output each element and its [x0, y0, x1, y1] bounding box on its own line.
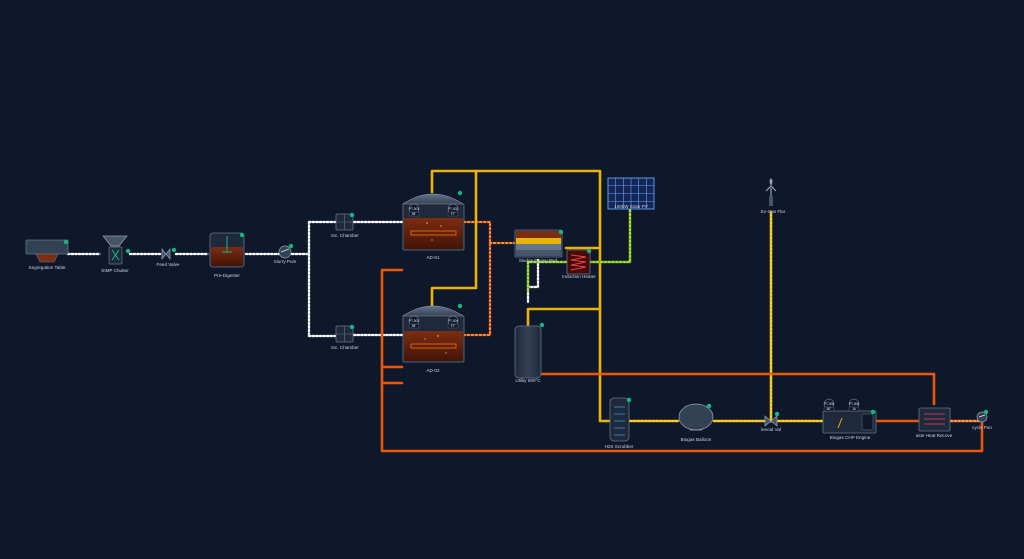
induction-heater[interactable]: Induction Heater — [562, 248, 596, 279]
h2s-scrubber[interactable]: H2S Scrubber — [605, 397, 634, 449]
pump-icon — [978, 414, 986, 418]
shredder-label: SIMP Chutter — [101, 268, 129, 273]
pre-digester[interactable]: Pre-Digester — [209, 232, 245, 278]
status-dot — [626, 397, 632, 403]
segregation-table[interactable]: Segregation Table — [25, 239, 69, 270]
bubble — [437, 335, 439, 337]
svg-text:PT-004: PT-004 — [448, 319, 459, 323]
shredder[interactable]: SIMP Chutter — [101, 235, 131, 273]
anaerobic-digester-2[interactable]: PT-003 PT-004 38° 37° AD-02 — [402, 303, 465, 373]
status-dot — [706, 403, 712, 409]
slurry-pump[interactable]: Slurry Pum — [274, 243, 297, 264]
status-dot — [586, 248, 592, 254]
pipe-network — [66, 169, 984, 453]
heat-loop-line — [380, 268, 984, 453]
valve-icon — [161, 248, 171, 260]
status-dot — [63, 239, 69, 245]
solenoid-valve-label: lenoid Val — [761, 427, 781, 432]
waste-heat-recovery[interactable]: aste Heat Recove — [916, 407, 953, 438]
slurry-pump-label: Slurry Pum — [274, 259, 297, 264]
status-dot — [288, 243, 294, 249]
status-dot — [171, 247, 177, 253]
recycle-pump[interactable]: cycle Pun — [972, 409, 992, 430]
heating-coil — [410, 230, 457, 236]
digestate-overflow-line — [462, 220, 516, 337]
utility-tank[interactable]: Utility 690°C — [514, 322, 545, 383]
heat-recovery-label: aste Heat Recove — [916, 433, 953, 438]
biogas-balloon-label: Biogas Balloon — [681, 437, 712, 442]
feed-valve[interactable]: Feed Valve — [157, 247, 180, 267]
status-dot — [774, 411, 780, 417]
sludge-feed-line — [66, 220, 540, 338]
svg-text:38°: 38° — [412, 324, 418, 328]
status-dot — [558, 229, 564, 235]
solar-pv-array[interactable]: 100kW Solar PV — [607, 177, 655, 210]
status-dot — [539, 322, 545, 328]
status-dot — [983, 409, 989, 415]
inoculum-chamber-2-label: Inc. Chamber — [331, 345, 359, 350]
svg-text:PT-002: PT-002 — [448, 207, 459, 211]
h2s-scrubber-label: H2S Scrubber — [605, 444, 634, 449]
recycle-pump-label: cycle Pun — [972, 425, 992, 430]
svg-text:PT-003: PT-003 — [409, 319, 420, 323]
power-line — [526, 208, 632, 292]
bubble — [440, 225, 442, 227]
sensor-gauge[interactable]: PT-006 — [848, 398, 860, 410]
segregation-table-label: Segregation Table — [29, 265, 66, 270]
sensor-gauge[interactable]: PT-003 — [408, 315, 420, 327]
inoculum-chamber-1[interactable]: Inc. Chamber — [331, 212, 359, 238]
sludge-drying-bed-label: Sludge Drying Bed — [519, 258, 558, 263]
status-dot — [349, 212, 355, 218]
induction-heater-label: Induction Heater — [562, 274, 596, 279]
bubble — [431, 239, 433, 241]
inoculum-chamber-1-label: Inc. Chamber — [331, 233, 359, 238]
engine-icon — [837, 417, 843, 429]
svg-text:37°: 37° — [451, 212, 457, 216]
heater-coil-icon — [570, 254, 587, 271]
pump-icon — [280, 248, 290, 253]
svg-text:PT-006: PT-006 — [849, 402, 860, 406]
anaerobic-digester-1[interactable]: PT-001 PT-002 38° 37° AD-01 — [402, 190, 465, 260]
svg-text:PT-005: PT-005 — [824, 402, 835, 406]
ad-01-label: AD-01 — [426, 255, 439, 260]
shredder-blade-icon — [111, 249, 120, 261]
inoculum-chamber-2[interactable]: Inc. Chamber — [331, 324, 359, 350]
bubble — [426, 222, 428, 224]
status-dot — [457, 303, 463, 309]
status-dot — [349, 324, 355, 330]
chp-engine-label: Biogas CHP Engine — [830, 435, 871, 440]
flare-label: Ex-Gas Flar — [761, 209, 786, 214]
biogas-line — [430, 169, 824, 423]
sludge-drying-bed[interactable]: Sludge Drying Bed — [514, 229, 564, 263]
svg-text:PT-001: PT-001 — [409, 207, 420, 211]
status-dot — [125, 248, 131, 254]
heating-coil — [410, 343, 457, 349]
status-dot — [870, 409, 876, 415]
gas-flare[interactable]: Ex-Gas Flar — [761, 178, 786, 214]
pre-digester-label: Pre-Digester — [214, 273, 240, 278]
status-dot — [239, 232, 245, 238]
solenoid-valve[interactable]: lenoid Val — [761, 411, 781, 432]
svg-text:38°: 38° — [412, 212, 418, 216]
chp-engine[interactable]: PT-005 PT-006 80° 1k Biogas CHP Engine — [822, 398, 877, 440]
agitator-icon — [222, 236, 232, 253]
flame-icon — [769, 178, 773, 186]
bubble — [424, 338, 426, 340]
svg-text:1k: 1k — [852, 407, 856, 411]
svg-text:37°: 37° — [451, 324, 457, 328]
feed-valve-label: Feed Valve — [157, 262, 180, 267]
solar-pv-label: 100kW Solar PV — [614, 204, 649, 209]
svg-text:80°: 80° — [827, 407, 833, 411]
ad-02-label: AD-02 — [426, 368, 439, 373]
status-dot — [457, 190, 463, 196]
bubble — [445, 352, 447, 354]
utility-tank-label: Utility 690°C — [515, 378, 541, 383]
biogas-balloon[interactable]: Biogas Balloon — [678, 403, 714, 442]
